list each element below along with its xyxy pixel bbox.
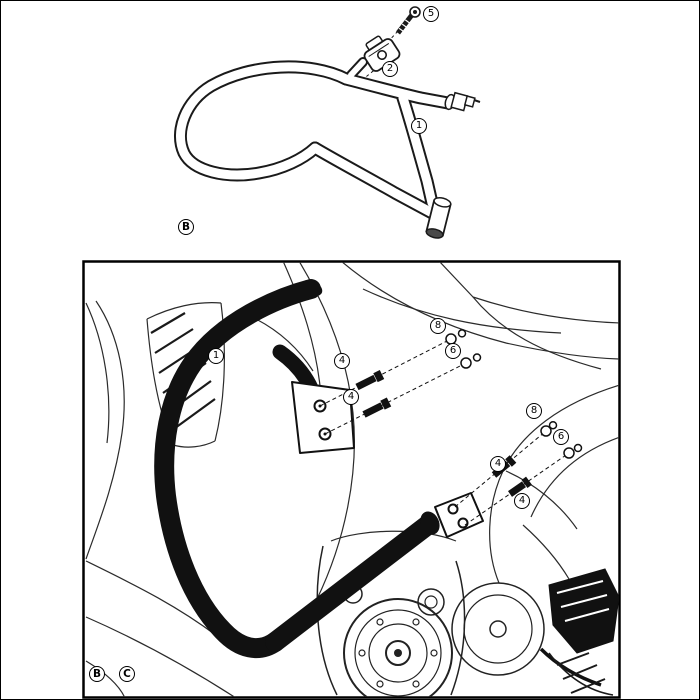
callout-part-6-a: 6 bbox=[445, 343, 461, 359]
rear-mount-plate bbox=[434, 492, 484, 538]
exploded-view-top bbox=[180, 6, 481, 239]
callout-part-2: 2 bbox=[382, 61, 398, 77]
section-label-b-top: B bbox=[178, 219, 194, 235]
guard-tubes-outline bbox=[180, 62, 448, 214]
screw-5-drawing bbox=[396, 6, 421, 35]
lower-mount-fitting bbox=[425, 197, 452, 239]
callout-part-1-installed: 1 bbox=[208, 348, 224, 364]
callout-part-8-a: 8 bbox=[430, 318, 446, 334]
callout-part-4-c: 4 bbox=[490, 456, 506, 472]
section-label-c-bottom: C bbox=[119, 666, 135, 682]
callout-part-4-d: 4 bbox=[514, 493, 530, 509]
engine-crankcase bbox=[316, 545, 545, 697]
spacers-washers bbox=[445, 329, 583, 459]
footpeg-assembly bbox=[539, 568, 619, 696]
callout-part-1: 1 bbox=[411, 118, 427, 134]
callout-part-8-b: 8 bbox=[526, 403, 542, 419]
upper-mount-fitting bbox=[444, 91, 481, 112]
callout-part-6-b: 6 bbox=[553, 429, 569, 445]
installation-view bbox=[85, 262, 619, 697]
clamp-2-drawing bbox=[363, 35, 401, 72]
section-label-b-bottom: B bbox=[89, 666, 105, 682]
callout-part-5: 5 bbox=[423, 6, 439, 22]
callout-part-4-b: 4 bbox=[343, 389, 359, 405]
callout-part-4-a: 4 bbox=[334, 353, 350, 369]
